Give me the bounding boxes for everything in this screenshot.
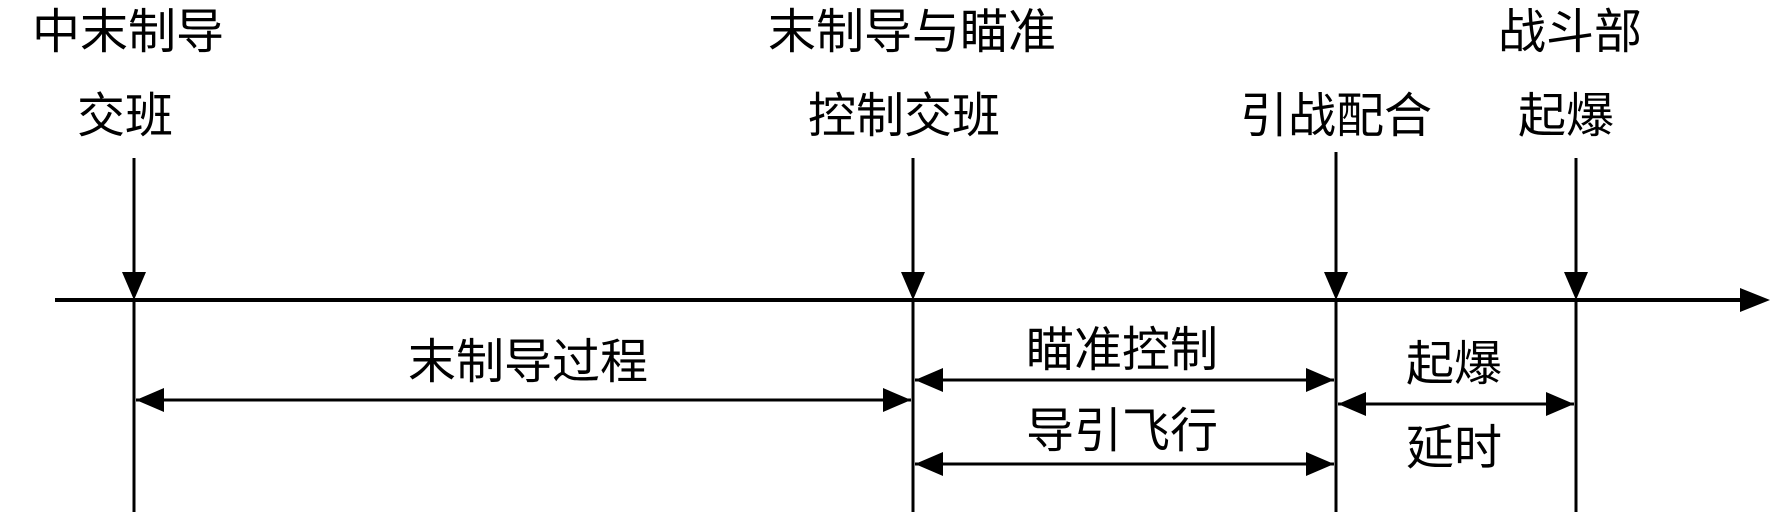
event-label-aim-line1: 末制导与瞄准 [768, 4, 1056, 60]
event-marker-fuze [1324, 152, 1348, 512]
event-marker-aim [901, 158, 925, 512]
interval-arrow-terminal [136, 388, 911, 412]
interval-arrow-aim-ctrl [915, 368, 1334, 392]
interval-label-guided: 导引飞行 [1026, 403, 1218, 459]
event-marker-detonate [1564, 158, 1588, 512]
interval-label-delay-line1: 起爆 [1406, 336, 1502, 392]
interval-label-aim-ctrl: 瞄准控制 [1026, 322, 1218, 378]
interval-label-terminal: 末制导过程 [408, 334, 648, 390]
event-marker-handover [122, 158, 146, 512]
event-label-fuze: 引战配合 [1240, 88, 1432, 144]
event-label-detonate-line1: 战斗部 [1498, 4, 1642, 60]
interval-arrow-delay [1338, 392, 1574, 416]
interval-label-delay-line2: 延时 [1406, 420, 1502, 476]
interval-arrow-guided [915, 452, 1334, 476]
event-label-detonate-line2: 起爆 [1518, 88, 1614, 144]
event-label-handover-line2: 交班 [77, 88, 173, 144]
event-label-aim-line2: 控制交班 [808, 88, 1000, 144]
time-axis-arrowhead [1740, 288, 1770, 312]
event-label-handover-line1: 中末制导 [32, 4, 224, 60]
